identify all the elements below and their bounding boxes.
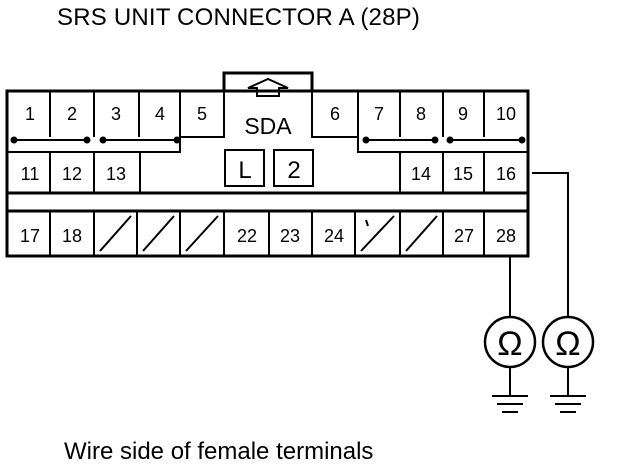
pin-13: 13 <box>106 164 126 184</box>
pin-23: 23 <box>280 226 300 246</box>
pin-1: 1 <box>25 104 35 124</box>
key-box-right <box>273 149 314 187</box>
pin-16: 16 <box>496 164 516 184</box>
pin-27: 27 <box>454 226 474 246</box>
pin-2: 2 <box>67 104 77 124</box>
pin-8: 8 <box>416 104 426 124</box>
diagram-title: SRS UNIT CONNECTOR A (28P) <box>57 4 421 31</box>
pin-4: 4 <box>155 104 165 124</box>
ohmmeter-icon: Ω <box>541 315 595 369</box>
ohm-symbol: Ω <box>555 325 580 363</box>
pin-18: 18 <box>62 226 82 246</box>
ohmmeter-icon: Ω <box>483 315 537 369</box>
pin-6: 6 <box>330 104 340 124</box>
empty-cavity-21 <box>185 215 219 252</box>
pin-9: 9 <box>458 104 468 124</box>
empty-cavity-19 <box>99 215 132 252</box>
pin-5: 5 <box>197 104 207 124</box>
pin-14: 14 <box>411 164 431 184</box>
pin-3: 3 <box>111 104 121 124</box>
ohm-symbol: Ω <box>497 325 522 363</box>
empty-cavity-20 <box>142 215 175 252</box>
sda-block-left-edge <box>139 91 225 193</box>
pin-28: 28 <box>496 226 516 246</box>
pin-7: 7 <box>374 104 384 124</box>
shorting-bars <box>10 136 526 144</box>
key-letter: L <box>238 157 251 184</box>
key-number: 2 <box>287 157 300 184</box>
up-arrow-icon <box>247 77 289 97</box>
sda-block-right-edge <box>311 91 401 193</box>
probe-wires <box>509 172 569 396</box>
key-box-left <box>224 149 265 187</box>
pin-24: 24 <box>324 226 344 246</box>
empty-cavity-25 <box>360 215 395 252</box>
pin-22: 22 <box>237 226 257 246</box>
pin-10: 10 <box>496 104 516 124</box>
pin-15: 15 <box>453 164 473 184</box>
view-caption: Wire side of female terminals <box>64 438 374 465</box>
empty-cavity-26 <box>405 215 438 252</box>
connector-body <box>5 89 530 258</box>
pin-17: 17 <box>20 226 40 246</box>
pin-11: 11 <box>21 164 40 184</box>
ground-icon <box>550 395 586 413</box>
connector-code-label: SDA <box>244 113 292 139</box>
latch-housing <box>222 71 314 91</box>
pin-12: 12 <box>62 164 82 184</box>
ground-icon <box>492 395 528 413</box>
